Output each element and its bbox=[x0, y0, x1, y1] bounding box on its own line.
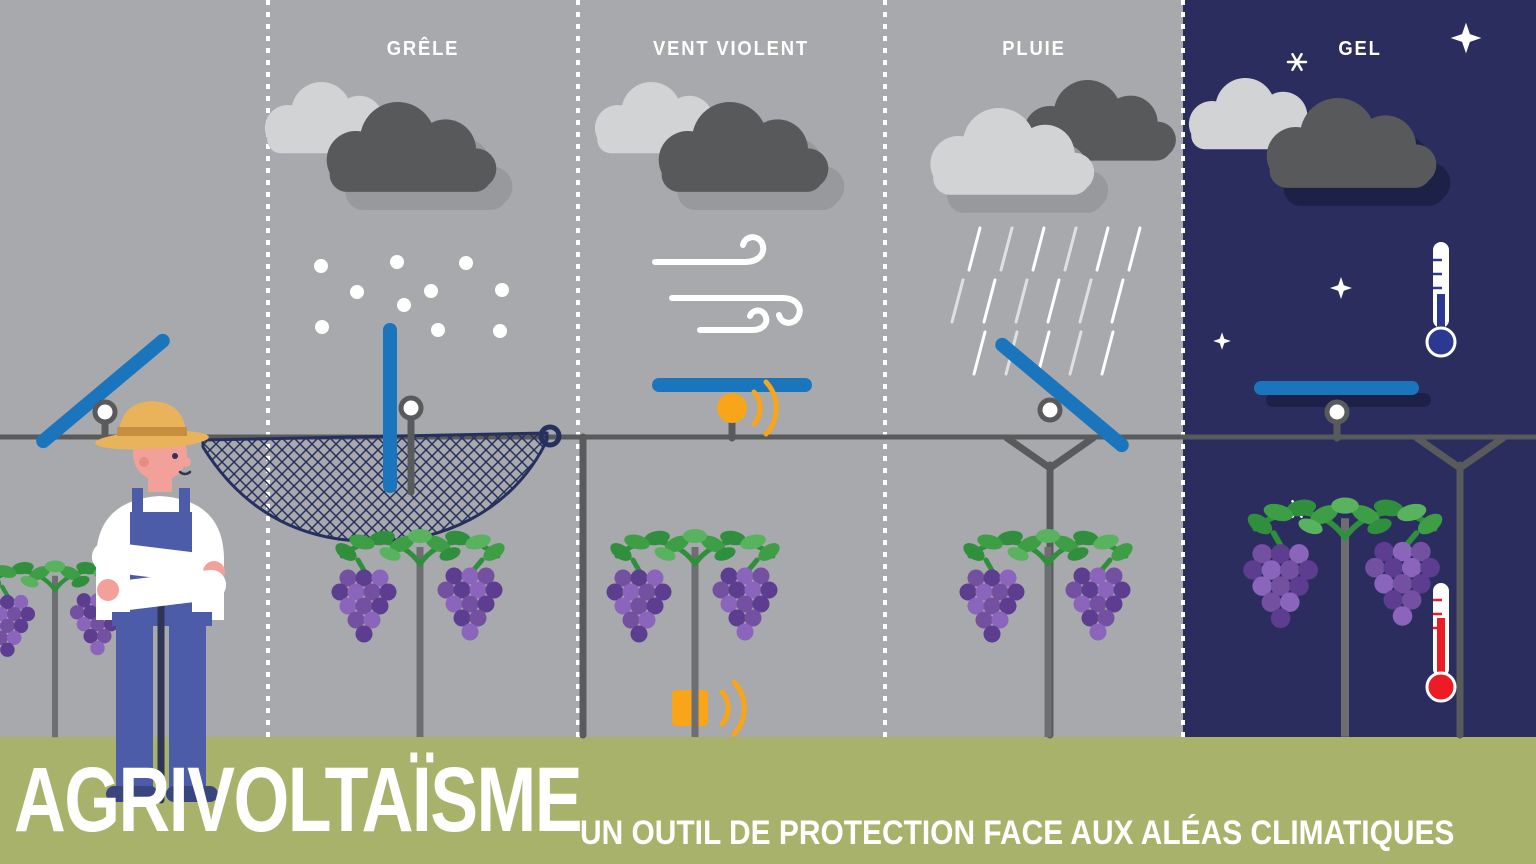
solar-panel-icon bbox=[1254, 381, 1419, 395]
sensor-signal-arcs bbox=[751, 379, 779, 437]
solar-panel-icon bbox=[383, 323, 397, 493]
grapevine-icon bbox=[332, 529, 508, 737]
intro-panel-hardware bbox=[36, 333, 170, 449]
trellis-post-gel bbox=[1413, 434, 1507, 739]
hail-panel-scene bbox=[264, 82, 513, 338]
pivot-icon bbox=[92, 399, 118, 425]
panel-separator-2 bbox=[576, 0, 580, 737]
panel-title-gel: GEL bbox=[1338, 38, 1382, 60]
panel-title-pluie: PLUIE bbox=[1002, 38, 1066, 60]
solar-panel-icon bbox=[995, 337, 1129, 453]
wind-panel-scene bbox=[594, 82, 845, 333]
solar-panel-shadow bbox=[1266, 393, 1431, 407]
protective-net-icon bbox=[201, 424, 562, 543]
straw-hat-icon bbox=[95, 401, 209, 450]
sensor-signal-arcs bbox=[719, 679, 747, 737]
grapevine-icon bbox=[1243, 497, 1446, 736]
net-ring-icon bbox=[538, 424, 562, 448]
main-title: AGRIVOLTAÏSME bbox=[14, 749, 583, 851]
rain-lines-icon bbox=[950, 226, 1142, 376]
panel-title-grele: GRÊLE bbox=[386, 38, 460, 60]
panel-separator-4 bbox=[1181, 0, 1185, 737]
solar-panel-icon bbox=[652, 378, 812, 392]
pivot-icon bbox=[1324, 399, 1350, 425]
grapevine-icon bbox=[960, 529, 1136, 737]
snowflake-icon bbox=[1286, 52, 1308, 72]
wind-panel-hardware bbox=[652, 378, 812, 737]
panel-separator-1 bbox=[266, 0, 270, 737]
sparkle-star-icon bbox=[1213, 332, 1231, 350]
sparkle-star-icon bbox=[1450, 22, 1482, 54]
sensor-circle-icon bbox=[717, 393, 747, 423]
subtitle: UN OUTIL DE PROTECTION FACE AUX ALÉAS CL… bbox=[580, 814, 1455, 852]
pivot-icon bbox=[1037, 397, 1063, 423]
thermometer-cold-icon bbox=[1425, 242, 1457, 358]
grass-ground bbox=[0, 737, 1536, 864]
sparkle-star-icon bbox=[1330, 277, 1352, 299]
frost-panel-scene bbox=[1188, 22, 1482, 703]
solar-panel-icon bbox=[36, 333, 170, 449]
panel-separator-3 bbox=[883, 0, 887, 737]
pivot-icon bbox=[398, 395, 424, 421]
rain-panel-scene bbox=[930, 80, 1176, 453]
hail-panel-hardware bbox=[383, 323, 424, 496]
panel-title-vent-violent: VENT VIOLENT bbox=[652, 38, 809, 60]
sensor-box-icon bbox=[672, 690, 708, 726]
grapevine-icon bbox=[607, 529, 783, 737]
wind-gust-icon bbox=[652, 234, 803, 333]
farmer-figure-icon bbox=[91, 401, 227, 804]
hail-dots-icon bbox=[314, 255, 509, 338]
thermometer-hot-icon bbox=[1425, 583, 1457, 703]
